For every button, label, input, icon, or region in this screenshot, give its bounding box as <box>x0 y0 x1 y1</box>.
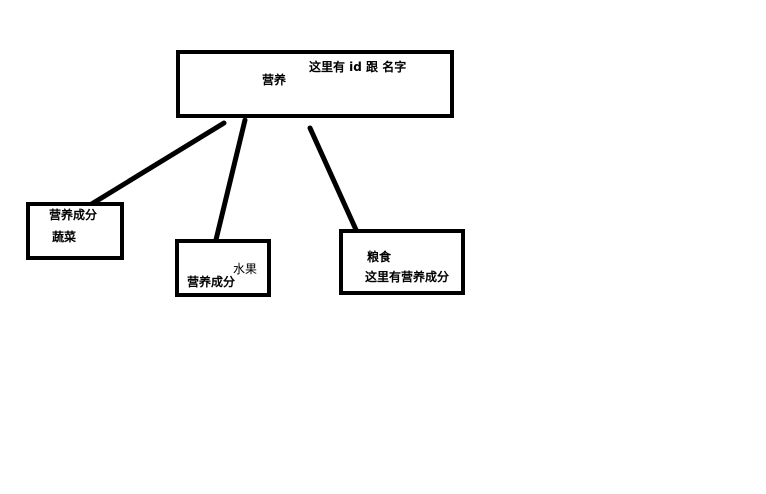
root-node <box>176 50 454 118</box>
connector-root-vegetable <box>87 120 227 208</box>
vegetable-node <box>26 202 124 260</box>
vegetable-node-label: 蔬菜 <box>52 230 77 244</box>
connector-root-grain <box>307 125 360 235</box>
fruit-node <box>175 239 271 297</box>
vegetable-node-title: 营养成分 <box>49 208 98 222</box>
root-node-label: 营养 <box>262 73 287 87</box>
connector-root-fruit <box>211 117 248 251</box>
grain-node-note: 这里有营养成分 <box>365 270 450 284</box>
grain-node <box>339 229 465 295</box>
grain-node-label: 粮食 <box>367 250 392 264</box>
fruit-node-label: 水果 <box>233 262 258 276</box>
root-node-note: 这里有 id 跟 名字 <box>309 60 407 74</box>
fruit-node-title: 营养成分 <box>187 275 236 289</box>
